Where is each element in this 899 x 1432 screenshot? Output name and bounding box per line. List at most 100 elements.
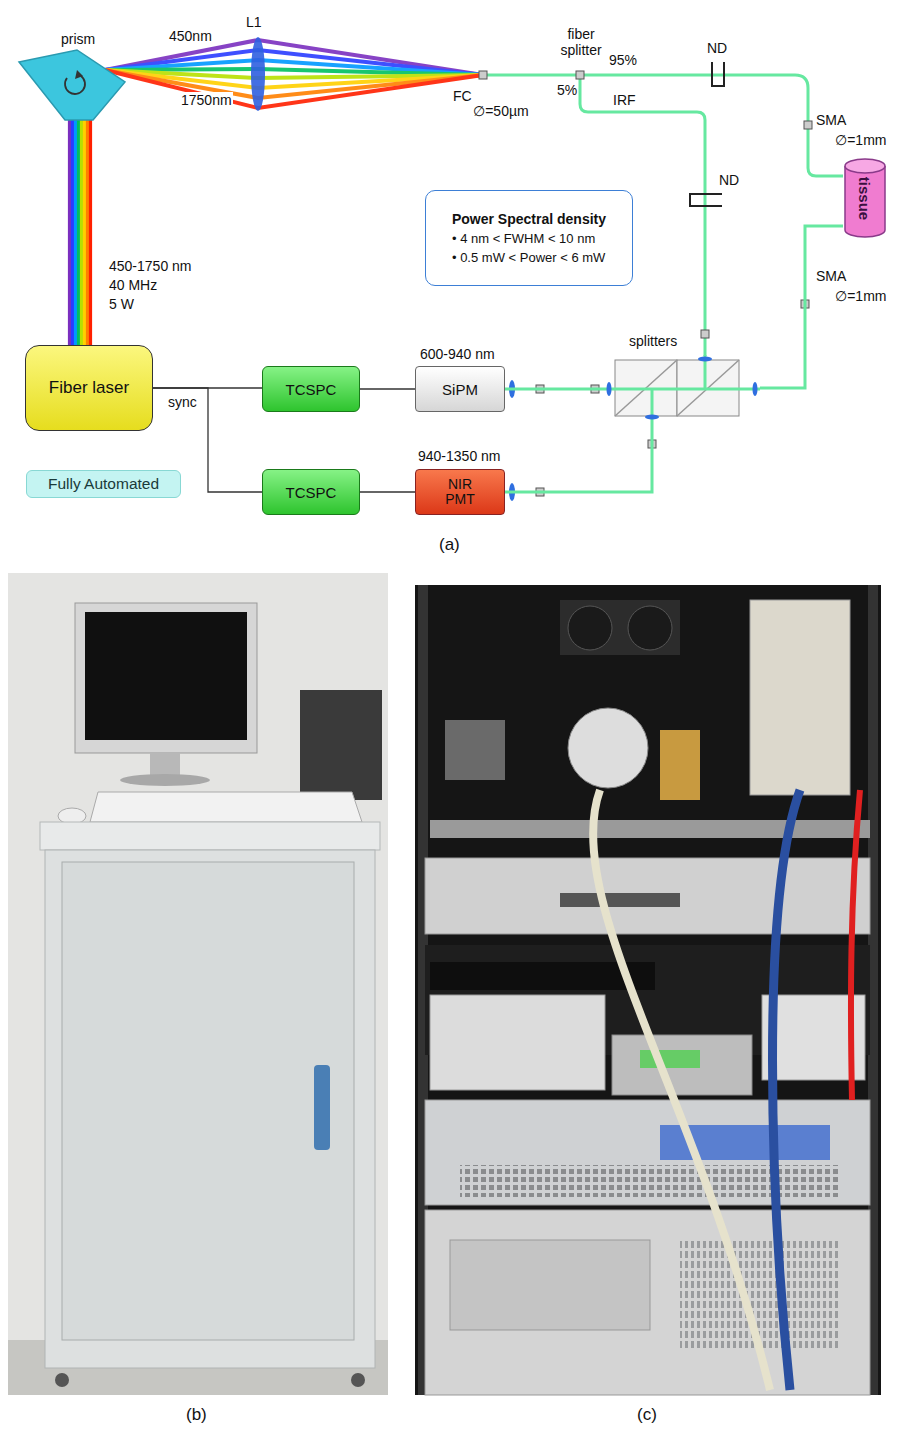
node-body — [605, 355, 760, 421]
photo-rack — [445, 720, 505, 780]
photo-rack — [450, 1240, 650, 1330]
tissue-sample: tissue — [843, 158, 887, 238]
node-body: Fiber laser — [26, 346, 152, 430]
text-label: 5 W — [108, 296, 135, 312]
prism-shape: prism — [15, 48, 125, 120]
node-label: tissue — [856, 176, 873, 219]
prism-shape-outline — [15, 48, 125, 120]
photo-cabinet — [45, 850, 375, 1368]
detector-lens — [509, 380, 515, 501]
text-label: L1 — [245, 14, 263, 30]
text-label: (c) — [636, 1405, 658, 1425]
text-label: ∅=1mm — [834, 132, 887, 148]
node-text: Fully Automated — [48, 475, 159, 493]
node-body — [15, 48, 125, 120]
text-label: (b) — [185, 1405, 208, 1425]
fiber-connector — [479, 71, 487, 79]
text-label: ND — [706, 40, 728, 56]
photo-cabinet — [314, 1065, 330, 1150]
text-label: fiber splitter — [548, 26, 614, 58]
photo-cabinet — [8, 573, 388, 1395]
node-label: Fiber laser — [49, 378, 129, 398]
photo-rack — [415, 585, 881, 1395]
fiber-connector — [701, 330, 709, 338]
rainbow-fan — [105, 70, 483, 108]
photo-rack — [851, 790, 860, 1100]
text-label: 450-1750 nm — [108, 258, 193, 274]
beam-splitters-outline — [605, 355, 760, 421]
beam-splitters-outline — [607, 382, 612, 396]
photo-cabinet — [120, 774, 210, 786]
node-body: Power Spectral density• 4 nm < FWHM < 10… — [426, 191, 632, 285]
node-body: Fully Automated — [27, 471, 180, 497]
photo-cabinet — [90, 792, 362, 822]
photo-rack — [660, 730, 700, 800]
photo-cabinet — [300, 690, 382, 800]
photo-rack — [430, 995, 605, 1090]
node-heading: 600-940 nm — [420, 346, 495, 362]
fiber-connector — [576, 71, 584, 79]
text-label: IRF — [612, 92, 637, 108]
text-label: ∅=1mm — [834, 288, 887, 304]
node-text: Fiber laser — [49, 378, 129, 398]
sync-wire — [360, 491, 415, 492]
prism-shape-outline — [75, 70, 83, 79]
beam-connector — [77, 120, 80, 345]
node-text: NIR PMT — [438, 477, 482, 506]
beam-connector — [80, 120, 83, 345]
node-text: SiPM — [442, 381, 478, 398]
node-body: tissue — [843, 158, 887, 238]
spec-box: Power Spectral density• 4 nm < FWHM < 10… — [425, 190, 633, 286]
photo-rack — [593, 790, 770, 1390]
fiber-connector — [505, 388, 605, 391]
beam-connector — [70, 120, 91, 345]
beam-splitters-outline — [645, 415, 659, 420]
status-badge: Fully Automated — [26, 470, 181, 498]
node-body: TCSPC — [263, 367, 359, 411]
node-label: Fully Automated — [48, 475, 159, 493]
rainbow-fan — [105, 40, 483, 75]
node-text: tissue — [843, 190, 886, 207]
text-label: 1750nm — [180, 92, 233, 108]
detector-box: NIR PMT940-1350 nm — [415, 469, 505, 515]
text-label: ∅=50µm — [472, 103, 530, 119]
sync-wire — [360, 388, 415, 389]
photo-rack — [640, 1050, 700, 1068]
node-label: NIR PMT — [438, 477, 482, 506]
tissue-sample-outline — [845, 166, 885, 237]
photo-rack — [425, 858, 870, 934]
photo-rack — [460, 1165, 840, 1197]
node-heading: splitters — [629, 333, 677, 349]
detector-box: SiPM600-940 nm — [415, 366, 505, 412]
beam-splitters-outline — [605, 388, 760, 391]
node-text: Power Spectral density• 4 nm < FWHM < 10… — [452, 209, 606, 267]
tcspc-box: TCSPC — [262, 469, 360, 515]
photo-cabinet — [351, 1373, 365, 1387]
text-label: 450nm — [168, 28, 213, 44]
node-label: TCSPC — [286, 484, 337, 501]
photo-rack — [425, 1210, 870, 1395]
beam-splitters: splitters — [605, 355, 760, 421]
node-heading: prism — [61, 31, 95, 47]
node-label: Power Spectral density — [452, 211, 606, 227]
node-body: SiPM — [416, 367, 504, 411]
beam-connector — [74, 120, 77, 345]
photo-rack — [560, 893, 680, 907]
prism-shape-outline — [19, 50, 125, 120]
node-label: • 0.5 mW < Power < 6 mW — [452, 250, 605, 265]
node-text: TCSPC — [286, 381, 337, 398]
node-label: TCSPC — [286, 381, 337, 398]
photo-rack — [773, 790, 801, 1390]
photo-rack — [612, 1035, 752, 1095]
photo-cabinet — [75, 603, 257, 753]
node-body: NIR PMT — [416, 470, 504, 514]
tissue-sample-outline — [845, 159, 885, 173]
tcspc-box: TCSPC — [262, 366, 360, 412]
text-label: SMA — [815, 112, 847, 128]
node-label: SiPM — [442, 381, 478, 398]
beam-connector — [71, 120, 74, 345]
node-body: TCSPC — [263, 470, 359, 514]
optical-fiber — [483, 75, 843, 176]
lens-l1 — [251, 37, 265, 111]
photo-rack — [568, 606, 612, 650]
